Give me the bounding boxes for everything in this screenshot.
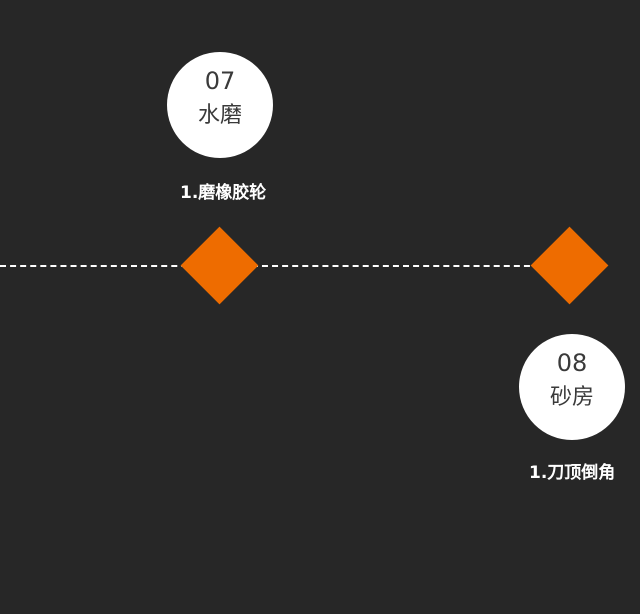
step-number: 08: [556, 349, 588, 377]
step-number: 07: [204, 67, 236, 95]
step-name: 砂房: [549, 385, 594, 410]
step-07-diamond-marker: [180, 226, 259, 305]
step-08-detail: 1.刀顶倒角: [529, 463, 616, 483]
step-08-circle: 08 砂房: [519, 334, 625, 440]
step-07-circle: 07 水磨: [167, 52, 273, 158]
step-08-diamond-marker: [530, 226, 609, 305]
step-07-detail: 1.磨橡胶轮: [180, 183, 267, 203]
timeline-dashed-line: [0, 265, 540, 267]
step-name: 水磨: [197, 103, 242, 128]
